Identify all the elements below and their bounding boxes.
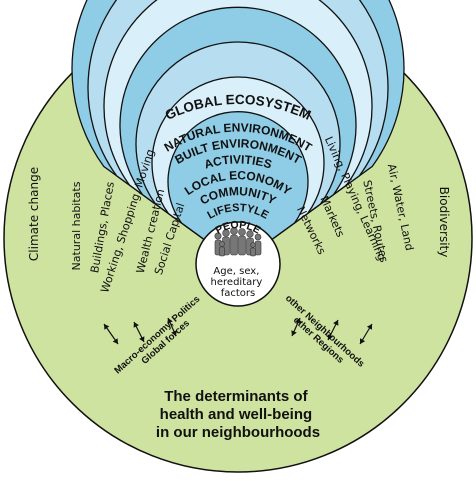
people-subtitle-line: Age, sex, (213, 266, 259, 277)
caption-line: in our neighbourhoods (156, 424, 320, 441)
double-arrow-icon (103, 323, 119, 345)
caption-line: health and well-being (160, 406, 313, 423)
arrows-group (103, 317, 373, 345)
double-arrow-icon (359, 323, 373, 345)
biodiversity-label: Biodiversity (437, 187, 451, 258)
ring-band (167, 111, 309, 265)
climate-change-label: Climate change (27, 167, 41, 261)
people-subtitle-line: hereditary (211, 277, 263, 288)
caption: The determinants of health and well-bein… (156, 388, 320, 441)
double-arrow-icon (167, 317, 177, 337)
people-group-icon (214, 227, 262, 257)
double-arrow-icon (327, 319, 339, 341)
rings-group (71, 0, 405, 265)
natural-habitats-label: Natural habitats (70, 181, 83, 270)
double-arrow-icon (133, 321, 145, 343)
people-subtitle: Age, sex, hereditary factors (211, 266, 266, 299)
activities-title: ACTIVITIES (202, 152, 273, 171)
people-title: PEOPLE (214, 219, 263, 237)
people-subtitle-line: factors (221, 288, 256, 299)
double-arrow-icon (291, 317, 301, 337)
caption-line: The determinants of (164, 388, 308, 405)
